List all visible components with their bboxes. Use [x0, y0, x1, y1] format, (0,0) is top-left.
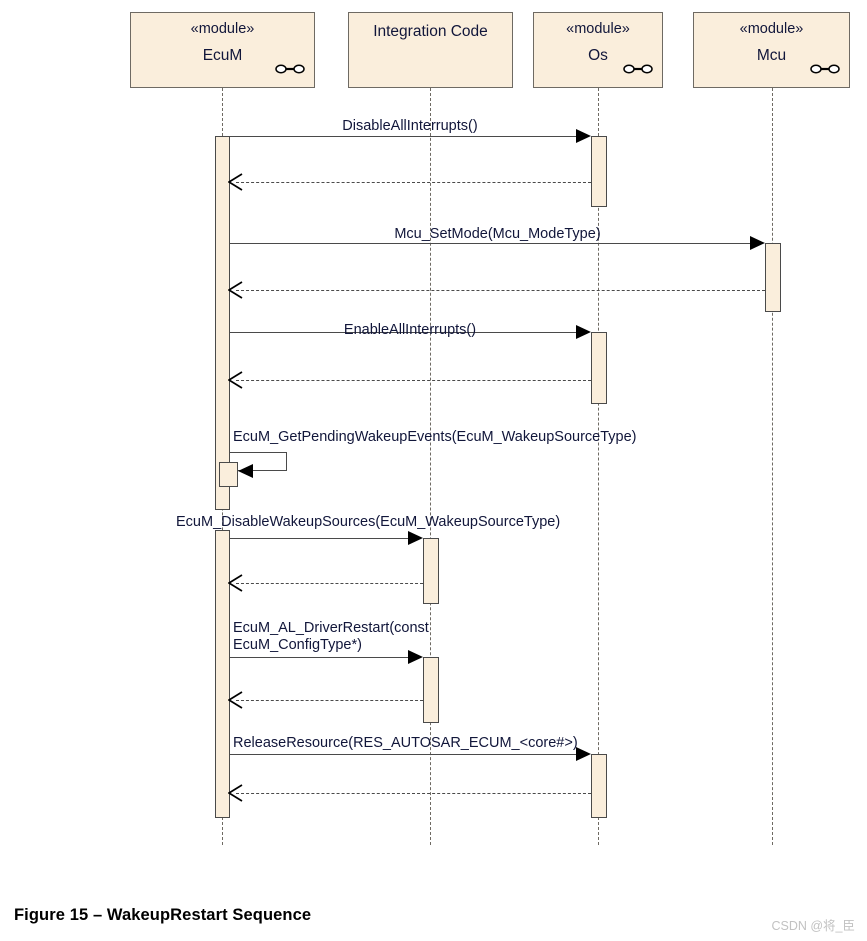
- watermark-label: CSDN @将_臣: [771, 919, 855, 933]
- return-arrowhead-mcu-setmode: [228, 281, 243, 299]
- lifeline-header-integration-code[interactable]: Integration Code: [348, 12, 513, 88]
- return-arrowhead-disable-wakeup-sources: [228, 574, 243, 592]
- message-label-enable-all-interrupts: EnableAllInterrupts(): [343, 322, 477, 338]
- activation-bar-os-1: [591, 136, 607, 207]
- return-arrowhead-disable-all-interrupts: [228, 173, 243, 191]
- lifeline-name-mcu: Mcu: [756, 46, 787, 64]
- module-icon-ecum: [275, 64, 305, 74]
- message-line-mcu-setmode: [230, 243, 750, 244]
- lifeline-header-os[interactable]: «module» Os: [533, 12, 663, 88]
- lifeline-name-ecum: EcuM: [202, 46, 243, 64]
- lifeline-header-ecum[interactable]: «module» EcuM: [130, 12, 315, 88]
- lifeline-stereotype-ecum: «module»: [190, 21, 255, 37]
- lifeline-name-integration-code: Integration Code: [373, 23, 488, 40]
- message-line-disable-wakeup-sources: [230, 538, 408, 539]
- lifeline-header-mcu[interactable]: «module» Mcu: [693, 12, 850, 88]
- lifeline-stereotype-os: «module»: [566, 21, 630, 37]
- message-label-disable-wakeup-sources: EcuM_DisableWakeupSources(EcuM_WakeupSou…: [176, 514, 561, 530]
- message-arrowhead-mcu-setmode: [750, 236, 765, 250]
- message-arrowhead-release-resource: [576, 747, 591, 761]
- lifeline-mcu: [772, 88, 773, 845]
- activation-bar-mcu-1: [765, 243, 781, 312]
- lifeline-stereotype-mcu: «module»: [739, 21, 804, 37]
- selfcall-arrowhead-get-pending-wakeup-events: [238, 464, 253, 478]
- message-arrowhead-disable-wakeup-sources: [408, 531, 423, 545]
- activation-bar-os-3: [591, 754, 607, 818]
- message-arrowhead-disable-all-interrupts: [576, 129, 591, 143]
- return-line-disable-all-interrupts: [236, 182, 591, 183]
- activation-bar-ecum-2: [215, 530, 230, 818]
- lifeline-integration: [430, 88, 431, 845]
- message-arrowhead-al-driver-restart: [408, 650, 423, 664]
- return-arrowhead-enable-all-interrupts: [228, 371, 243, 389]
- return-arrowhead-release-resource: [228, 784, 243, 802]
- activation-bar-ecum-self: [219, 462, 238, 487]
- module-icon-mcu: [810, 64, 840, 74]
- message-line-disable-all-interrupts: [230, 136, 576, 137]
- return-line-al-driver-restart: [236, 700, 423, 701]
- figure-caption: Figure 15 – WakeupRestart Sequence: [14, 906, 312, 924]
- return-line-disable-wakeup-sources: [236, 583, 423, 584]
- message-label-mcu-setmode: Mcu_SetMode(Mcu_ModeType): [394, 226, 601, 242]
- activation-bar-integration-1: [423, 538, 439, 604]
- return-line-release-resource: [236, 793, 591, 794]
- lifeline-os: [598, 88, 599, 845]
- message-label-al-driver-restart-line2: EcuM_ConfigType*): [233, 637, 362, 653]
- message-arrowhead-enable-all-interrupts: [576, 325, 591, 339]
- module-icon-os: [623, 64, 653, 74]
- message-label-disable-all-interrupts: DisableAllInterrupts(): [342, 118, 478, 134]
- selfcall-path-get-pending-wakeup-events: [230, 452, 287, 471]
- message-label-get-pending-wakeup-events: EcuM_GetPendingWakeupEvents(EcuM_WakeupS…: [233, 429, 637, 445]
- message-line-enable-all-interrupts: [230, 332, 576, 333]
- lifeline-name-os: Os: [588, 46, 608, 64]
- return-arrowhead-al-driver-restart: [228, 691, 243, 709]
- message-label-release-resource: ReleaseResource(RES_AUTOSAR_ECUM_<core#>…: [233, 735, 578, 751]
- activation-bar-os-2: [591, 332, 607, 404]
- message-label-al-driver-restart-line1: EcuM_AL_DriverRestart(const: [233, 620, 429, 636]
- activation-bar-ecum-1: [215, 136, 230, 510]
- message-line-al-driver-restart: [230, 657, 408, 658]
- return-line-enable-all-interrupts: [236, 380, 591, 381]
- message-line-release-resource: [230, 754, 576, 755]
- activation-bar-integration-2: [423, 657, 439, 723]
- return-line-mcu-setmode: [236, 290, 765, 291]
